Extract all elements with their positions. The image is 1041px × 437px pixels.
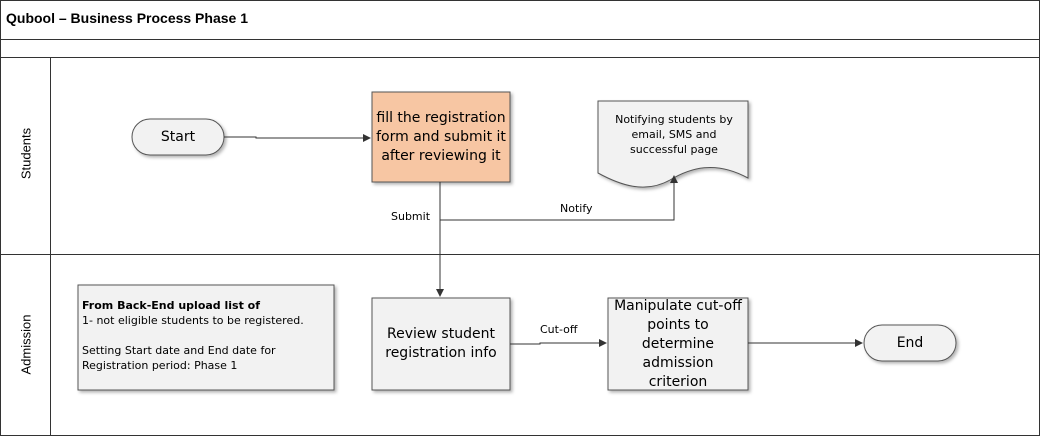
backend-note-line2: Setting Start date and End date for — [82, 344, 276, 357]
submit-edge-label: Submit — [391, 210, 431, 223]
backend-note-box — [77, 284, 335, 391]
backend-note-line3: Registration period: Phase 1 — [82, 359, 238, 372]
backend-note: From Back-End upload list of 1- not elig… — [82, 298, 332, 373]
start-label: Start — [160, 129, 196, 145]
end-terminator — [863, 324, 957, 362]
review-label: Review student registration info — [385, 326, 497, 361]
pool-title: Qubool – Business Process Phase 1 — [6, 10, 248, 26]
start-to-form-connector — [224, 134, 371, 142]
fill-form-process — [371, 91, 511, 183]
manipulate-process — [607, 297, 749, 391]
lane-label-admission: Admission — [18, 314, 34, 375]
fill-form-label: fill the registration form and submit it… — [376, 109, 506, 164]
review-process — [371, 297, 511, 391]
notify-connector — [440, 175, 678, 221]
backend-note-line1: 1- not eligible students to be registere… — [82, 314, 304, 327]
backend-note-heading: From Back-End upload list of — [82, 299, 261, 312]
lane-label-students: Students — [18, 127, 34, 180]
end-label: End — [896, 335, 924, 351]
notify-edge-label: Notify — [560, 202, 593, 215]
cutoff-edge-label: Cut-off — [540, 323, 578, 336]
notify-document-label: Notifying students by email, SMS and suc… — [615, 112, 733, 156]
cutoff-connector — [510, 339, 607, 347]
manipulate-label: Manipulate cut-off points to determine a… — [614, 297, 742, 390]
